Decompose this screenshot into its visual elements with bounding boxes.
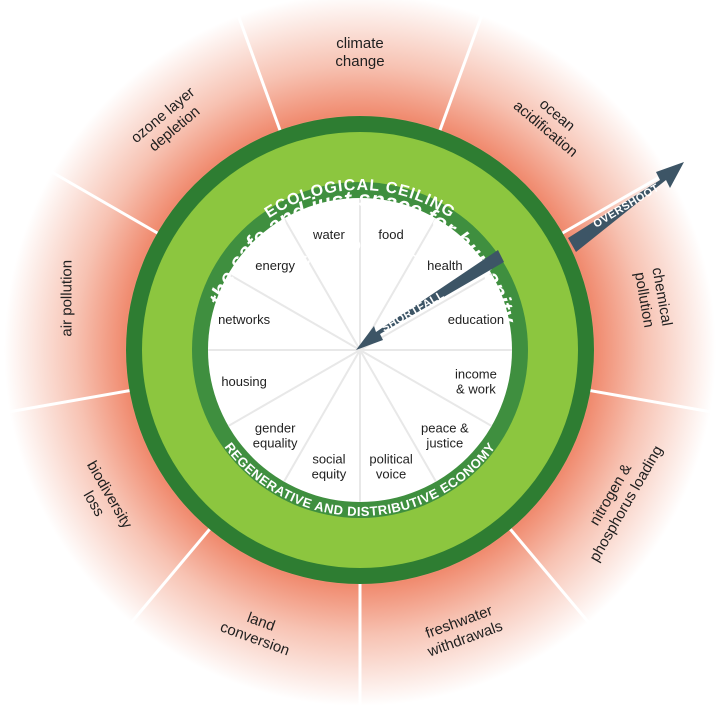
foundation-divider: [283, 349, 361, 483]
water-label: water: [312, 227, 345, 242]
foundation-divider: [359, 349, 437, 483]
ceiling-divider: [5, 388, 134, 414]
ceiling-divider: [586, 388, 715, 414]
housing-label: housing: [221, 374, 267, 389]
ceiling-divider: [506, 525, 593, 627]
foundation-sector-dividers: [208, 198, 512, 502]
ceiling-divider: [47, 168, 162, 237]
chemical-pollution-label: chemicalpollution: [631, 266, 676, 330]
ceiling-divider: [558, 168, 673, 237]
foundation-divider: [227, 273, 361, 351]
food-label: food: [378, 227, 403, 242]
ceiling-divider: [127, 525, 214, 627]
energy-label: energy: [255, 258, 295, 273]
foundation-divider: [227, 349, 361, 427]
social-foundation-labels: food health education income& work peace &ju…: [218, 227, 504, 481]
foundation-divider: [359, 349, 493, 427]
education-label: education: [448, 312, 504, 327]
ceiling-divider: [235, 11, 283, 135]
health-label: health: [427, 258, 462, 273]
foundation-divider: [283, 217, 361, 351]
ceiling-sector-dividers: [5, 11, 715, 710]
ceiling-divider: [437, 11, 485, 135]
foundation-divider: [359, 273, 493, 351]
air-pollution-label: air pollution: [59, 260, 76, 337]
networks-label: networks: [218, 312, 271, 327]
income-work-label: income& work: [455, 367, 497, 397]
peace-justice-label: peace &justice: [421, 420, 469, 450]
